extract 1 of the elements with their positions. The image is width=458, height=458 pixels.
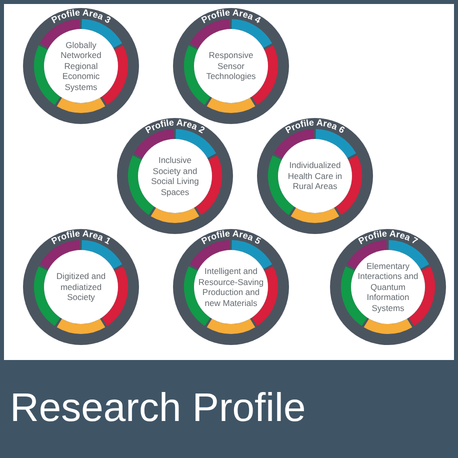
title: Research Profile: [10, 385, 306, 432]
